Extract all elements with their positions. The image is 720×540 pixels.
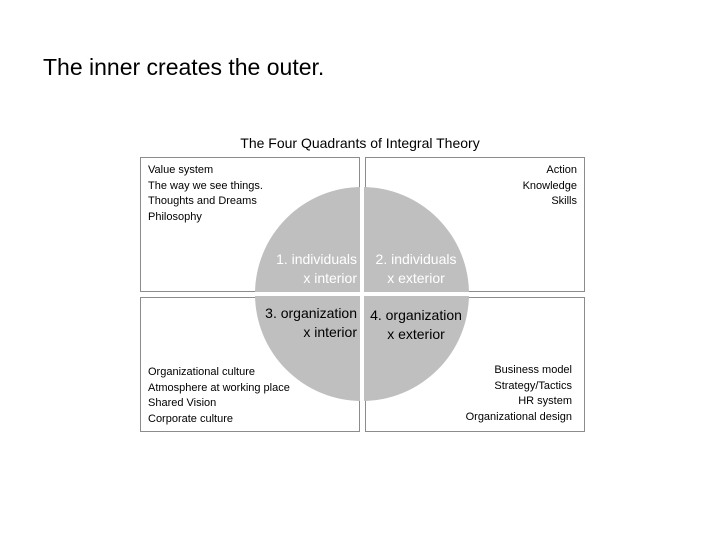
list-item: The way we see things. bbox=[148, 179, 263, 192]
list-item: Shared Vision bbox=[148, 397, 217, 409]
segment-label-line: 3. organization bbox=[265, 305, 357, 321]
quadrant-item-list: Organizational culture Atmosphere at wor… bbox=[148, 365, 290, 427]
list-item: Organizational culture bbox=[148, 366, 256, 378]
segment-label-line: x interior bbox=[303, 270, 357, 286]
list-item: Skills bbox=[551, 195, 577, 207]
segment-label-organization-interior: 3. organization x interior bbox=[265, 304, 357, 342]
list-item: Value system bbox=[148, 164, 214, 176]
list-item: Atmosphere at working place bbox=[148, 381, 290, 394]
segment-label-line: 4. organization bbox=[370, 307, 462, 323]
list-item: Thoughts and Dreams bbox=[148, 195, 257, 207]
segment-label-individual-interior: 1. individuals x interior bbox=[276, 250, 357, 288]
segment-label-line: x exterior bbox=[387, 270, 445, 286]
quadrant-item-list: Value system The way we see things. Thou… bbox=[148, 163, 263, 225]
diagram-title: The Four Quadrants of Integral Theory bbox=[240, 135, 480, 151]
segment-label-line: 2. individuals bbox=[375, 251, 457, 267]
slide-title: The inner creates the outer. bbox=[43, 54, 325, 80]
quadrant-item-list: Business model Strategy/Tactics HR syste… bbox=[466, 363, 572, 425]
list-item: Business model bbox=[494, 364, 572, 376]
segment-label-line: x exterior bbox=[387, 326, 445, 342]
segment-label-individual-exterior: 2. individuals x exterior bbox=[370, 250, 462, 288]
list-item: HR system bbox=[518, 395, 572, 407]
list-item: Action bbox=[546, 164, 577, 176]
segment-label-line: x interior bbox=[303, 324, 357, 340]
segment-label-line: 1. individuals bbox=[276, 251, 357, 267]
list-item: Organizational design bbox=[465, 410, 572, 423]
list-item: Knowledge bbox=[522, 179, 577, 192]
list-item: Corporate culture bbox=[148, 412, 233, 425]
quadrant-item-list: Action Knowledge Skills bbox=[523, 163, 577, 210]
list-item: Philosophy bbox=[148, 210, 202, 223]
list-item: Strategy/Tactics bbox=[494, 379, 572, 392]
segment-label-organization-exterior: 4. organization x exterior bbox=[364, 306, 468, 344]
